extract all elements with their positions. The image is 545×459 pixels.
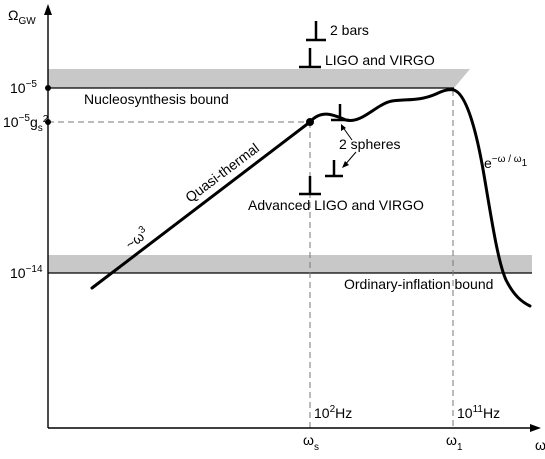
advanced-ligo-virgo-symbol: [299, 176, 321, 196]
y-tick-1e-14: 10−14: [10, 264, 43, 281]
x-tick-omega-s: ωs: [303, 432, 319, 453]
y-tick-gs2: 10−5gs2: [3, 113, 49, 134]
omega-s-frequency: 102Hz: [314, 404, 352, 421]
two-bars-label: 2 bars: [330, 22, 369, 38]
y-tick-gs2-dot: [45, 119, 51, 125]
y-axis-arrow: [44, 4, 52, 15]
spheres-arrowhead-upper: [341, 124, 346, 131]
omega-1-frequency: 1011Hz: [457, 404, 500, 421]
x-tick-omega-1: ω1: [446, 432, 463, 453]
ordinary-inflation-bound-label: Ordinary-inflation bound: [344, 276, 493, 292]
x-axis-arrow: [530, 424, 541, 432]
exp-cutoff-label: e−ω / ω1: [484, 154, 528, 171]
spectrum-curve: [90, 88, 532, 308]
two-bars-symbol: [306, 21, 326, 42]
ligo-virgo-label: LIGO and VIRGO: [325, 52, 435, 68]
quasi-thermal-label: Quasi-thermal: [182, 140, 262, 206]
omega-s-dot: [306, 118, 314, 126]
y-tick-1e-5-dot: [45, 85, 51, 91]
two-spheres-symbol-lower: [325, 160, 343, 178]
two-spheres-symbol-upper: [331, 104, 349, 122]
ordinary-inflation-band: [48, 255, 532, 273]
nucleosynthesis-band: [48, 69, 470, 88]
spheres-arrowhead-lower: [342, 161, 349, 168]
omega-cubed-label: ~ω3: [122, 224, 152, 253]
advanced-ligo-virgo-label: Advanced LIGO and VIRGO: [248, 197, 424, 213]
x-axis-label: ω: [535, 437, 545, 453]
y-tick-1e-5: 10−5: [10, 79, 37, 96]
ligo-virgo-symbol: [299, 48, 321, 69]
nucleosynthesis-bound-label: Nucleosynthesis bound: [84, 91, 229, 107]
y-axis-label: ΩGW: [8, 7, 36, 27]
two-spheres-label: 2 spheres: [339, 136, 400, 152]
